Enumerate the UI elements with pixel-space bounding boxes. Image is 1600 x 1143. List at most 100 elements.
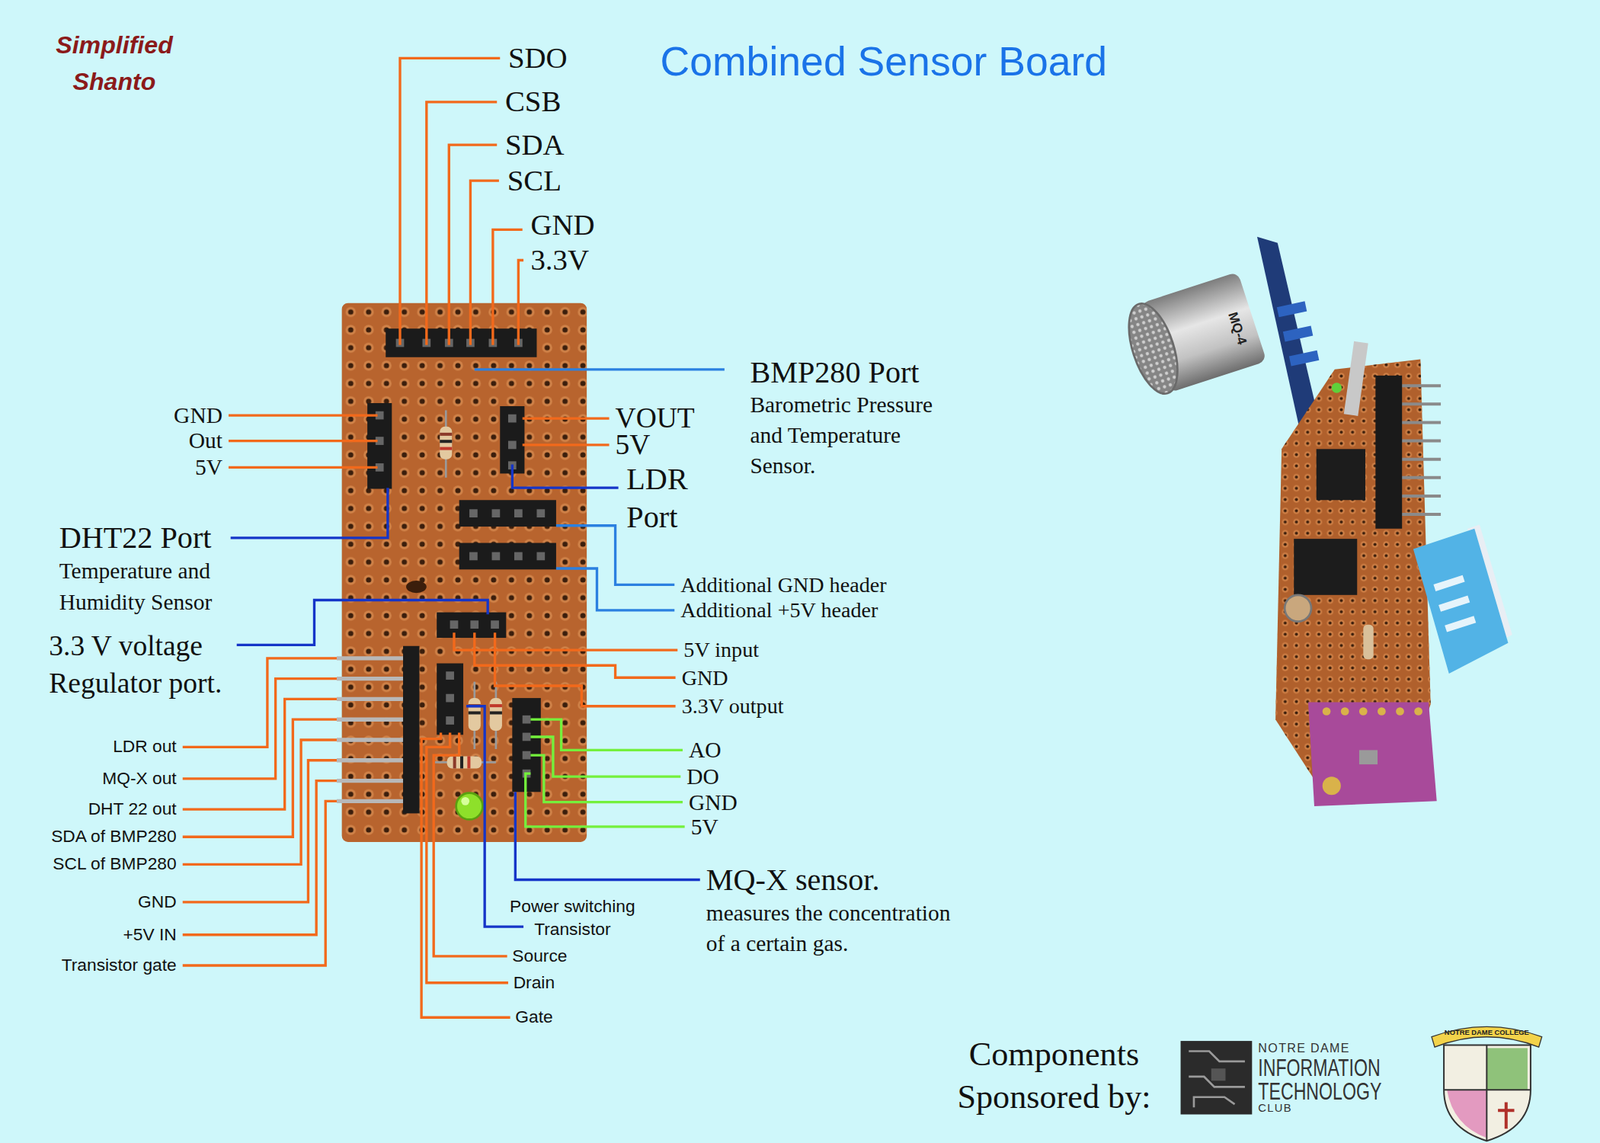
- sensor-marking: MQ-4: [1224, 310, 1249, 347]
- perfboard-part: [439, 426, 452, 460]
- leader-lines-part: [230, 487, 388, 538]
- board-photo: [1119, 236, 1513, 807]
- pin-label: CSB: [505, 85, 561, 120]
- pin-label: LDR out: [112, 736, 177, 757]
- sponsor-note: Components Sponsored by:: [944, 1032, 1165, 1119]
- transistor-label: Source: [512, 946, 567, 967]
- pin-label: GND: [688, 789, 738, 816]
- perfboard-part: [436, 663, 464, 736]
- perfboard-part: [336, 758, 404, 762]
- board-photo-part: [1283, 325, 1313, 342]
- board-photo-part: [1400, 439, 1442, 443]
- college-crest-part: [1443, 1044, 1531, 1141]
- perfboard-part: [336, 676, 404, 681]
- college-crest-part: [1443, 1088, 1531, 1091]
- board-photo-part: [1400, 476, 1442, 480]
- perfboard-part: [468, 710, 481, 714]
- perfboard-part: [403, 646, 420, 814]
- header-label: Additional +5V header: [680, 598, 878, 623]
- leader-lines: [182, 57, 725, 1018]
- leader-lines-part: [518, 260, 524, 346]
- perfboard-part: [406, 580, 427, 593]
- perfboard-part: [489, 710, 503, 714]
- pin-label: +5V IN: [122, 924, 176, 945]
- board-photo-part: [1400, 402, 1442, 406]
- board-photo-part: [1359, 749, 1378, 765]
- header-label: Additional GND header: [680, 572, 887, 597]
- leader-lines-part: [426, 102, 497, 346]
- leader-lines-part: [525, 773, 685, 827]
- perfboard-part: [469, 508, 478, 518]
- board-photo-part: [1340, 707, 1350, 716]
- pin-label: 5V: [691, 813, 719, 840]
- pin-label: SDO: [508, 41, 568, 76]
- perfboard-part: [522, 732, 532, 742]
- perfboard-part: [445, 671, 455, 680]
- board-photo-part: [1400, 457, 1442, 461]
- leader-lines-part: [236, 600, 488, 646]
- perfboard-part: [489, 704, 503, 708]
- perfboard-part: [470, 620, 479, 629]
- leader-lines-part: [515, 791, 700, 880]
- perfboard-part: [336, 717, 404, 722]
- perfboard-part: [536, 552, 545, 561]
- leader-lines-part: [495, 632, 676, 706]
- perfboard-part: [445, 694, 455, 703]
- perfboard-part: [536, 508, 545, 518]
- port-description: measures the concentration of a certain …: [706, 898, 967, 960]
- perfboard: [336, 303, 587, 842]
- perfboard-part: [439, 439, 452, 443]
- perfboard-part: [336, 778, 404, 783]
- perfboard-part: [467, 755, 471, 768]
- port-heading: LDR Port: [626, 459, 703, 538]
- board-photo-part: [1400, 512, 1442, 516]
- leader-lines-part: [182, 739, 337, 864]
- watermark: Simplified Shanto: [38, 26, 192, 100]
- pin-label: SDA of BMP280: [51, 826, 177, 847]
- perfboard-part: [499, 406, 525, 474]
- perfboard-part: [450, 620, 459, 629]
- board-photo-part: [1322, 707, 1332, 716]
- board-photo-part-part: [1119, 297, 1188, 400]
- board-photo-part: [1284, 595, 1312, 622]
- leader-lines-part: [512, 464, 618, 488]
- board-photo-part: [1438, 595, 1470, 612]
- board-photo-part: [1359, 707, 1368, 716]
- leader-lines-part: [530, 755, 683, 803]
- club-logo-part: [1188, 1050, 1245, 1061]
- club-logo-part: [1193, 1097, 1236, 1108]
- perfboard-part: [439, 432, 452, 436]
- perfboard-part: [490, 620, 500, 629]
- pin-label: 3.3V output: [681, 694, 784, 719]
- transistor-label: Gate: [515, 1007, 553, 1028]
- board-photo-part: [1363, 624, 1373, 660]
- leader-lines-part: [182, 698, 337, 810]
- perfboard-part: [336, 656, 404, 660]
- perfboard-part: [385, 328, 537, 358]
- perfboard-part: [453, 755, 457, 768]
- college-crest-part: [1486, 1047, 1528, 1090]
- leader-lines-part: [448, 144, 497, 346]
- perfboard-part: [445, 716, 455, 725]
- leader-lines-part: [228, 413, 378, 416]
- port-description: Barometric Pressure and Temperature Sens…: [749, 390, 949, 483]
- transistor-label: Power switching Transistor: [490, 896, 654, 941]
- perfboard-part: [447, 755, 483, 768]
- leader-lines-part: [182, 719, 337, 837]
- perfboard-part: [492, 508, 501, 518]
- pin-label: 5V input: [683, 637, 759, 663]
- pin-label: MQ-X out: [102, 768, 176, 789]
- perfboard-part: [336, 697, 404, 701]
- crest-text: NOTRE DAME COLLEGE: [1444, 1028, 1530, 1037]
- leader-lines-part: [522, 416, 610, 420]
- perfboard-part: [439, 447, 452, 451]
- port-heading: BMP280 Port: [749, 355, 919, 391]
- leader-lines-part: [228, 439, 378, 442]
- board-photo-part: [1119, 272, 1267, 400]
- logo-text: TECHNOLOGY: [1257, 1076, 1382, 1105]
- perfboard-part: [336, 737, 404, 742]
- perfboard-part: [522, 751, 532, 760]
- board-photo-part: [1316, 448, 1366, 500]
- pin-label: GND: [137, 892, 177, 912]
